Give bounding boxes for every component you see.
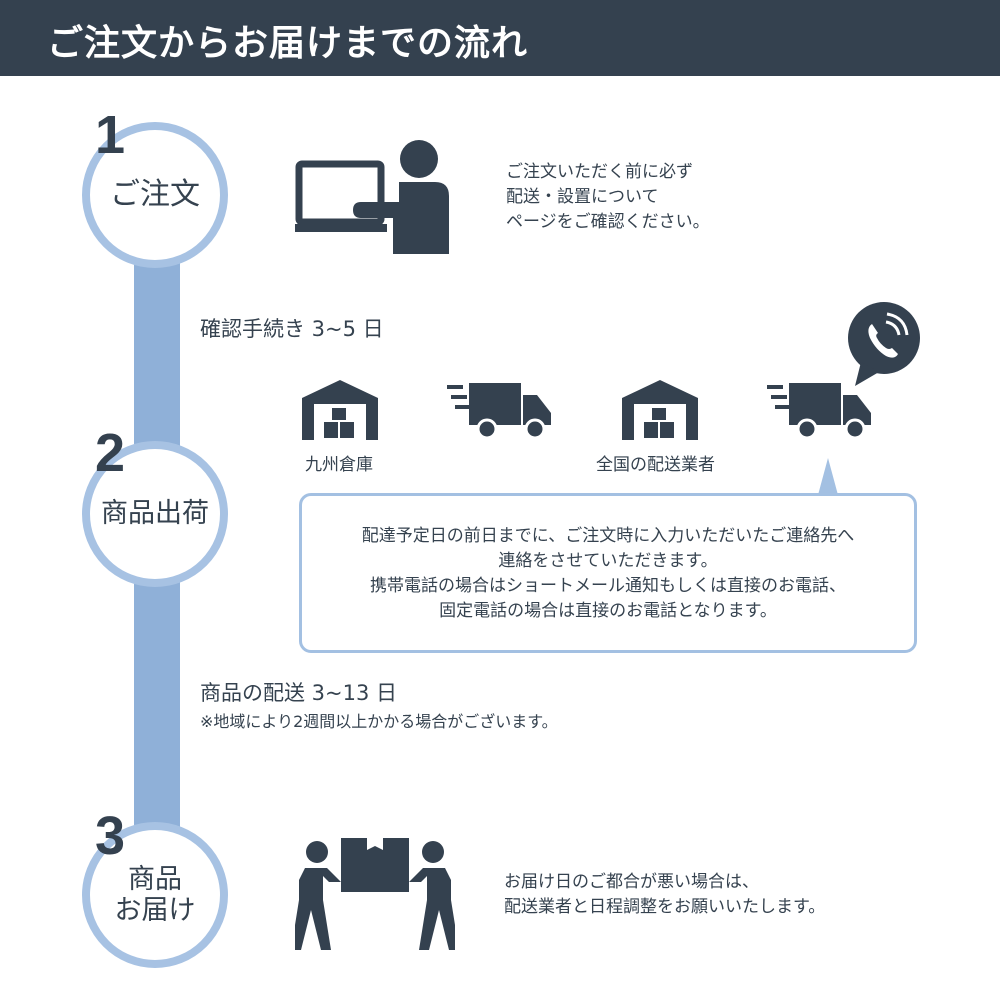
step-3-label-line2: お届け bbox=[114, 895, 196, 926]
notice-line-4: 固定電話の場合は直接のお電話となります。 bbox=[439, 601, 777, 621]
step-1-desc-line-3: ページをご確認ください。 bbox=[506, 212, 710, 232]
step-3-description: お届け日のご都合が悪い場合は、 配送業者と日程調整をお願いいたします。 bbox=[504, 870, 825, 920]
step-3-desc-line-1: お届け日のご都合が悪い場合は、 bbox=[504, 872, 759, 892]
delivery-truck-icon bbox=[447, 383, 551, 440]
delivery-note: ※地域により2週間以上かかる場合がございます。 bbox=[200, 712, 558, 731]
step-1-number: 1 bbox=[95, 105, 126, 165]
phone-icon bbox=[848, 302, 920, 386]
page-title: ご注文からお届けまでの流れ bbox=[47, 23, 529, 64]
step-3-desc-line-2: 配送業者と日程調整をお願いいたします。 bbox=[504, 897, 826, 917]
step-1-description: ご注文いただく前に必ず 配送・設置について ページをご確認ください。 bbox=[506, 160, 710, 235]
notice-line-3: 携帯電話の場合はショートメール通知もしくは直接のお電話、 bbox=[370, 576, 846, 596]
notice-bubble: 配達予定日の前日までに、ご注文時に入力いただいたご連絡先へ 連絡をさせていただき… bbox=[299, 493, 917, 653]
step-1-label: ご注文 bbox=[110, 176, 200, 212]
notice-text: 配達予定日の前日までに、ご注文時に入力いただいたご連絡先へ 連絡をさせていただき… bbox=[302, 524, 914, 624]
delivery-truck-icon bbox=[767, 383, 871, 440]
notice-line-2: 連絡をさせていただきます。 bbox=[498, 551, 718, 571]
step-3-circle: 商品 お届け bbox=[82, 822, 228, 968]
step-2-number: 2 bbox=[95, 423, 126, 483]
step-1-desc-line-1: ご注文いただく前に必ず bbox=[506, 162, 693, 182]
confirm-duration: 確認手続き 3~5 日 bbox=[200, 317, 384, 341]
warehouse-icon bbox=[302, 380, 378, 440]
step-2-circle: 商品出荷 bbox=[82, 441, 228, 587]
timeline-connector-2 bbox=[134, 582, 180, 828]
bubble-tail bbox=[818, 458, 838, 495]
carrier-label: 全国の配送業者 bbox=[596, 455, 715, 475]
timeline-connector-1 bbox=[134, 262, 180, 447]
delivery-duration: 商品の配送 3~13 日 bbox=[200, 681, 398, 705]
box-carry-icon bbox=[295, 838, 455, 950]
warehouse-label: 九州倉庫 bbox=[305, 455, 373, 475]
step-3-number: 3 bbox=[95, 806, 126, 866]
notice-line-1: 配達予定日の前日までに、ご注文時に入力いただいたご連絡先へ bbox=[361, 526, 855, 546]
warehouse-icon bbox=[622, 380, 698, 440]
step-1-desc-line-2: 配送・設置について bbox=[506, 187, 659, 207]
step-3-label-line1: 商品 bbox=[128, 863, 182, 895]
step-1-circle: ご注文 bbox=[82, 122, 228, 268]
step-2-label: 商品出荷 bbox=[101, 498, 209, 530]
laptop-user-icon bbox=[295, 140, 449, 254]
header-bar: ご注文からお届けまでの流れ bbox=[0, 0, 1000, 76]
